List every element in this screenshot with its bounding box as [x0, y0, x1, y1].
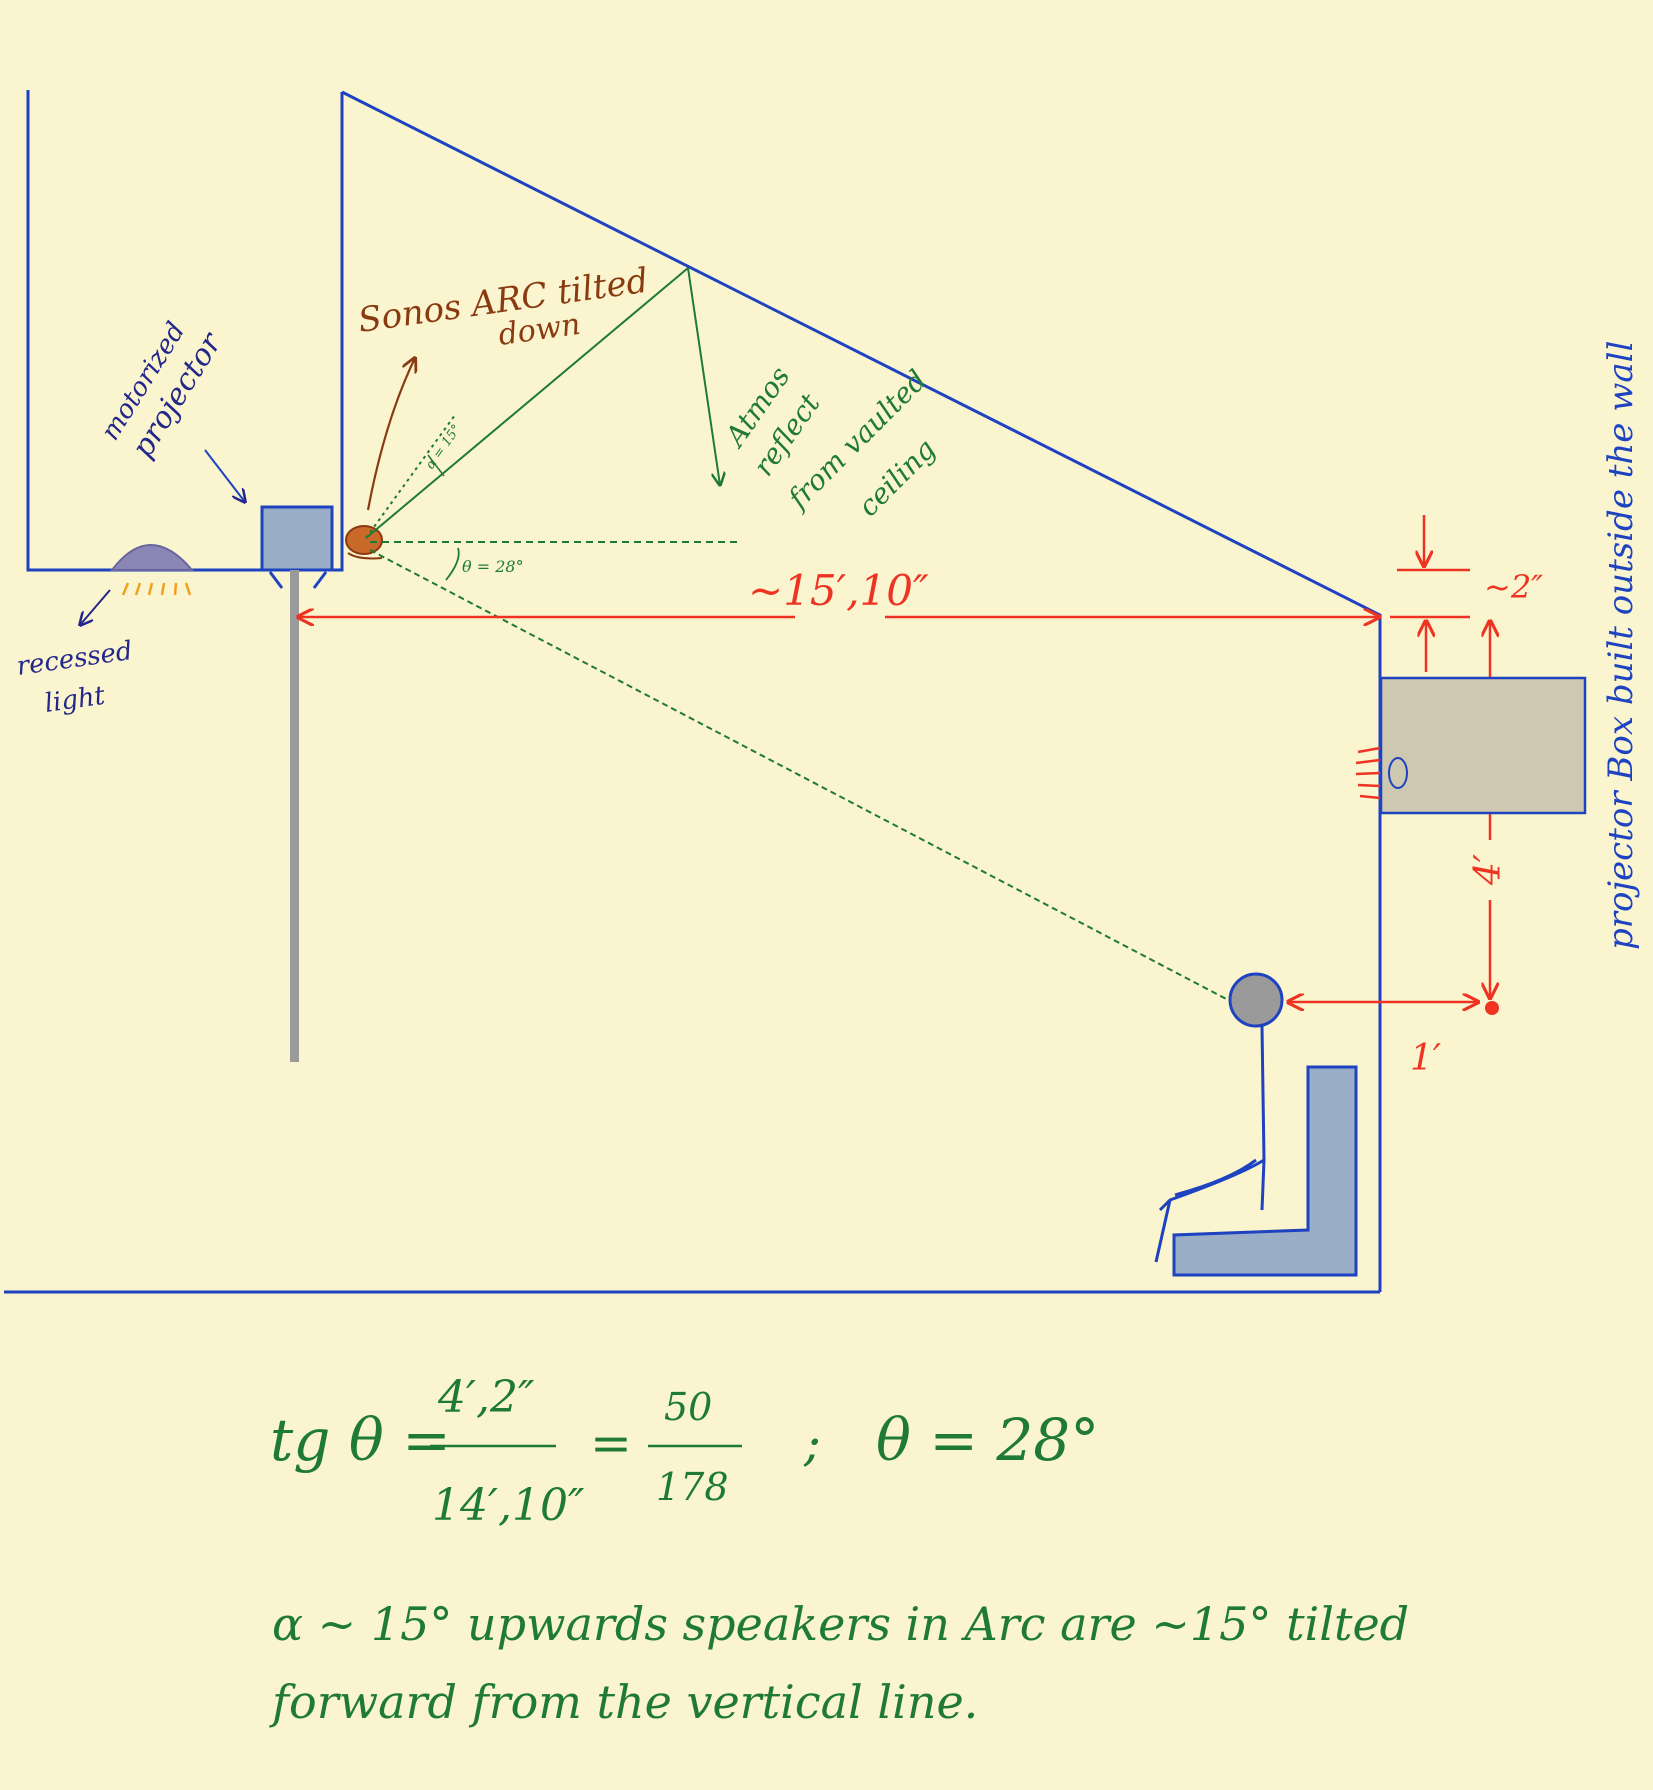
distance-2in-label: ~2″ [1484, 568, 1543, 606]
distance-main-label: ~15′,10″ [748, 566, 929, 615]
sonos-arc-arrow [366, 358, 415, 511]
formula-den1: 14′,10″ [432, 1480, 585, 1531]
alpha-arc [427, 454, 445, 477]
projector-box [1355, 676, 1587, 815]
recessed-label: recessed [15, 636, 135, 682]
light-label: light [43, 681, 108, 719]
motorized-projector [260, 505, 334, 589]
formula-num1: 4′,2″ [437, 1372, 535, 1423]
viewer-body [1154, 1025, 1266, 1263]
formula-num2: 50 [664, 1385, 712, 1429]
sight-line-dashed [369, 549, 1233, 1003]
viewer-head [1228, 972, 1284, 1028]
vertical-reference-dashed [365, 414, 456, 539]
formula-lhs: tg θ = [270, 1406, 451, 1474]
distance-4ft-label: 4′ [1468, 854, 1509, 886]
recessed-light-arrow [80, 589, 111, 625]
formula-eq2: = [590, 1414, 632, 1472]
formula-sep: ; [803, 1414, 821, 1472]
note-line-2: forward from the vertical line. [269, 1675, 978, 1729]
formula: tg θ = 4′,2″ 14′,10″ = 50 178 ; θ = 28° [270, 1372, 1099, 1531]
note-line-1: α ~ 15° upwards speakers in Arc are ~15°… [272, 1597, 1409, 1651]
room-outline [4, 90, 1382, 1294]
theta-label: θ = 28° [462, 557, 524, 576]
projector-box-label: projector Box built outside the wall [1601, 341, 1641, 950]
vaulted-ceiling [341, 90, 1382, 1292]
atmos-reflect-ray [687, 267, 720, 485]
dimensions [298, 515, 1490, 1002]
atmos-upward-ray [365, 267, 689, 539]
theta-arc [445, 547, 460, 581]
formula-result: θ = 28° [876, 1406, 1099, 1474]
ear-height-point [1485, 1001, 1499, 1015]
projector-arrow [204, 449, 245, 502]
atmos-geometry [365, 267, 1233, 1003]
sofa [1172, 1065, 1358, 1277]
viewer [1154, 972, 1284, 1263]
distance-1ft-label: 1′ [1410, 1038, 1441, 1079]
recessed-light [109, 544, 195, 596]
formula-den2: 178 [656, 1465, 729, 1509]
projection-screen [290, 570, 299, 1062]
